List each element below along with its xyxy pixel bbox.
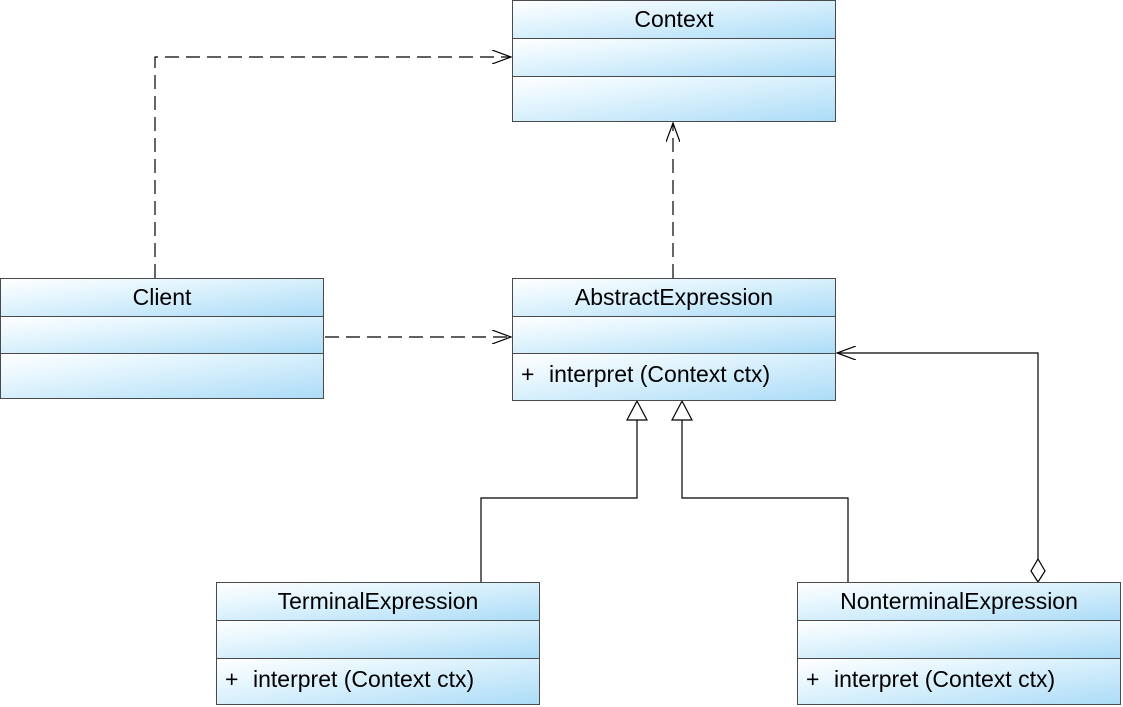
class-name-section: Client [1,279,323,317]
attributes-section [513,39,835,77]
attributes-section [217,621,539,659]
attributes-section [513,317,835,354]
operations-section: + interpret (Context ctx) [513,354,835,400]
operation-signature: interpret (Context ctx) [834,666,1056,692]
visibility-marker: + [806,666,820,692]
visibility-marker: + [225,666,239,692]
attributes-section [798,621,1120,659]
operation-signature: interpret (Context ctx) [253,666,475,692]
operation-signature: interpret (Context ctx) [549,361,771,387]
aggregation-nonterminal-abstractexpression [837,353,1039,560]
class-context[interactable]: Context [512,0,836,122]
class-abstract-expression[interactable]: AbstractExpression + interpret (Context c… [512,278,836,401]
operation-interpret: + interpret (Context ctx) [217,659,539,699]
visibility-marker: + [521,361,535,387]
class-name: AbstractExpression [574,284,774,310]
dependency-client-context [154,57,511,278]
operations-section: + interpret (Context ctx) [217,659,539,704]
operations-section [1,354,323,398]
class-terminal-expression[interactable]: TerminalExpression + interpret (Context c… [216,582,540,705]
class-name: Client [132,284,192,310]
class-name-section: NonterminalExpression [798,583,1120,621]
operation-interpret: + interpret (Context ctx) [513,354,835,394]
aggregation-diamond [1030,557,1046,584]
operation-interpret: + interpret (Context ctx) [798,659,1120,699]
class-name: NonterminalExpression [840,588,1078,614]
class-name-section: AbstractExpression [513,279,835,317]
generalization-nonterminal [681,420,849,582]
operations-section: + interpret (Context ctx) [798,659,1120,704]
attributes-section [1,317,323,354]
class-name: Context [634,6,714,32]
class-client[interactable]: Client [0,278,324,399]
class-name-section: TerminalExpression [217,583,539,621]
class-nonterminal-expression[interactable]: NonterminalExpression + interpret (Contex… [797,582,1121,705]
generalization-nonterminal-arrowhead [671,399,693,421]
generalization-terminal-arrowhead [626,399,648,421]
operations-section [513,77,835,121]
class-name: TerminalExpression [277,588,479,614]
class-name-section: Context [513,1,835,39]
generalization-terminal [480,420,638,582]
